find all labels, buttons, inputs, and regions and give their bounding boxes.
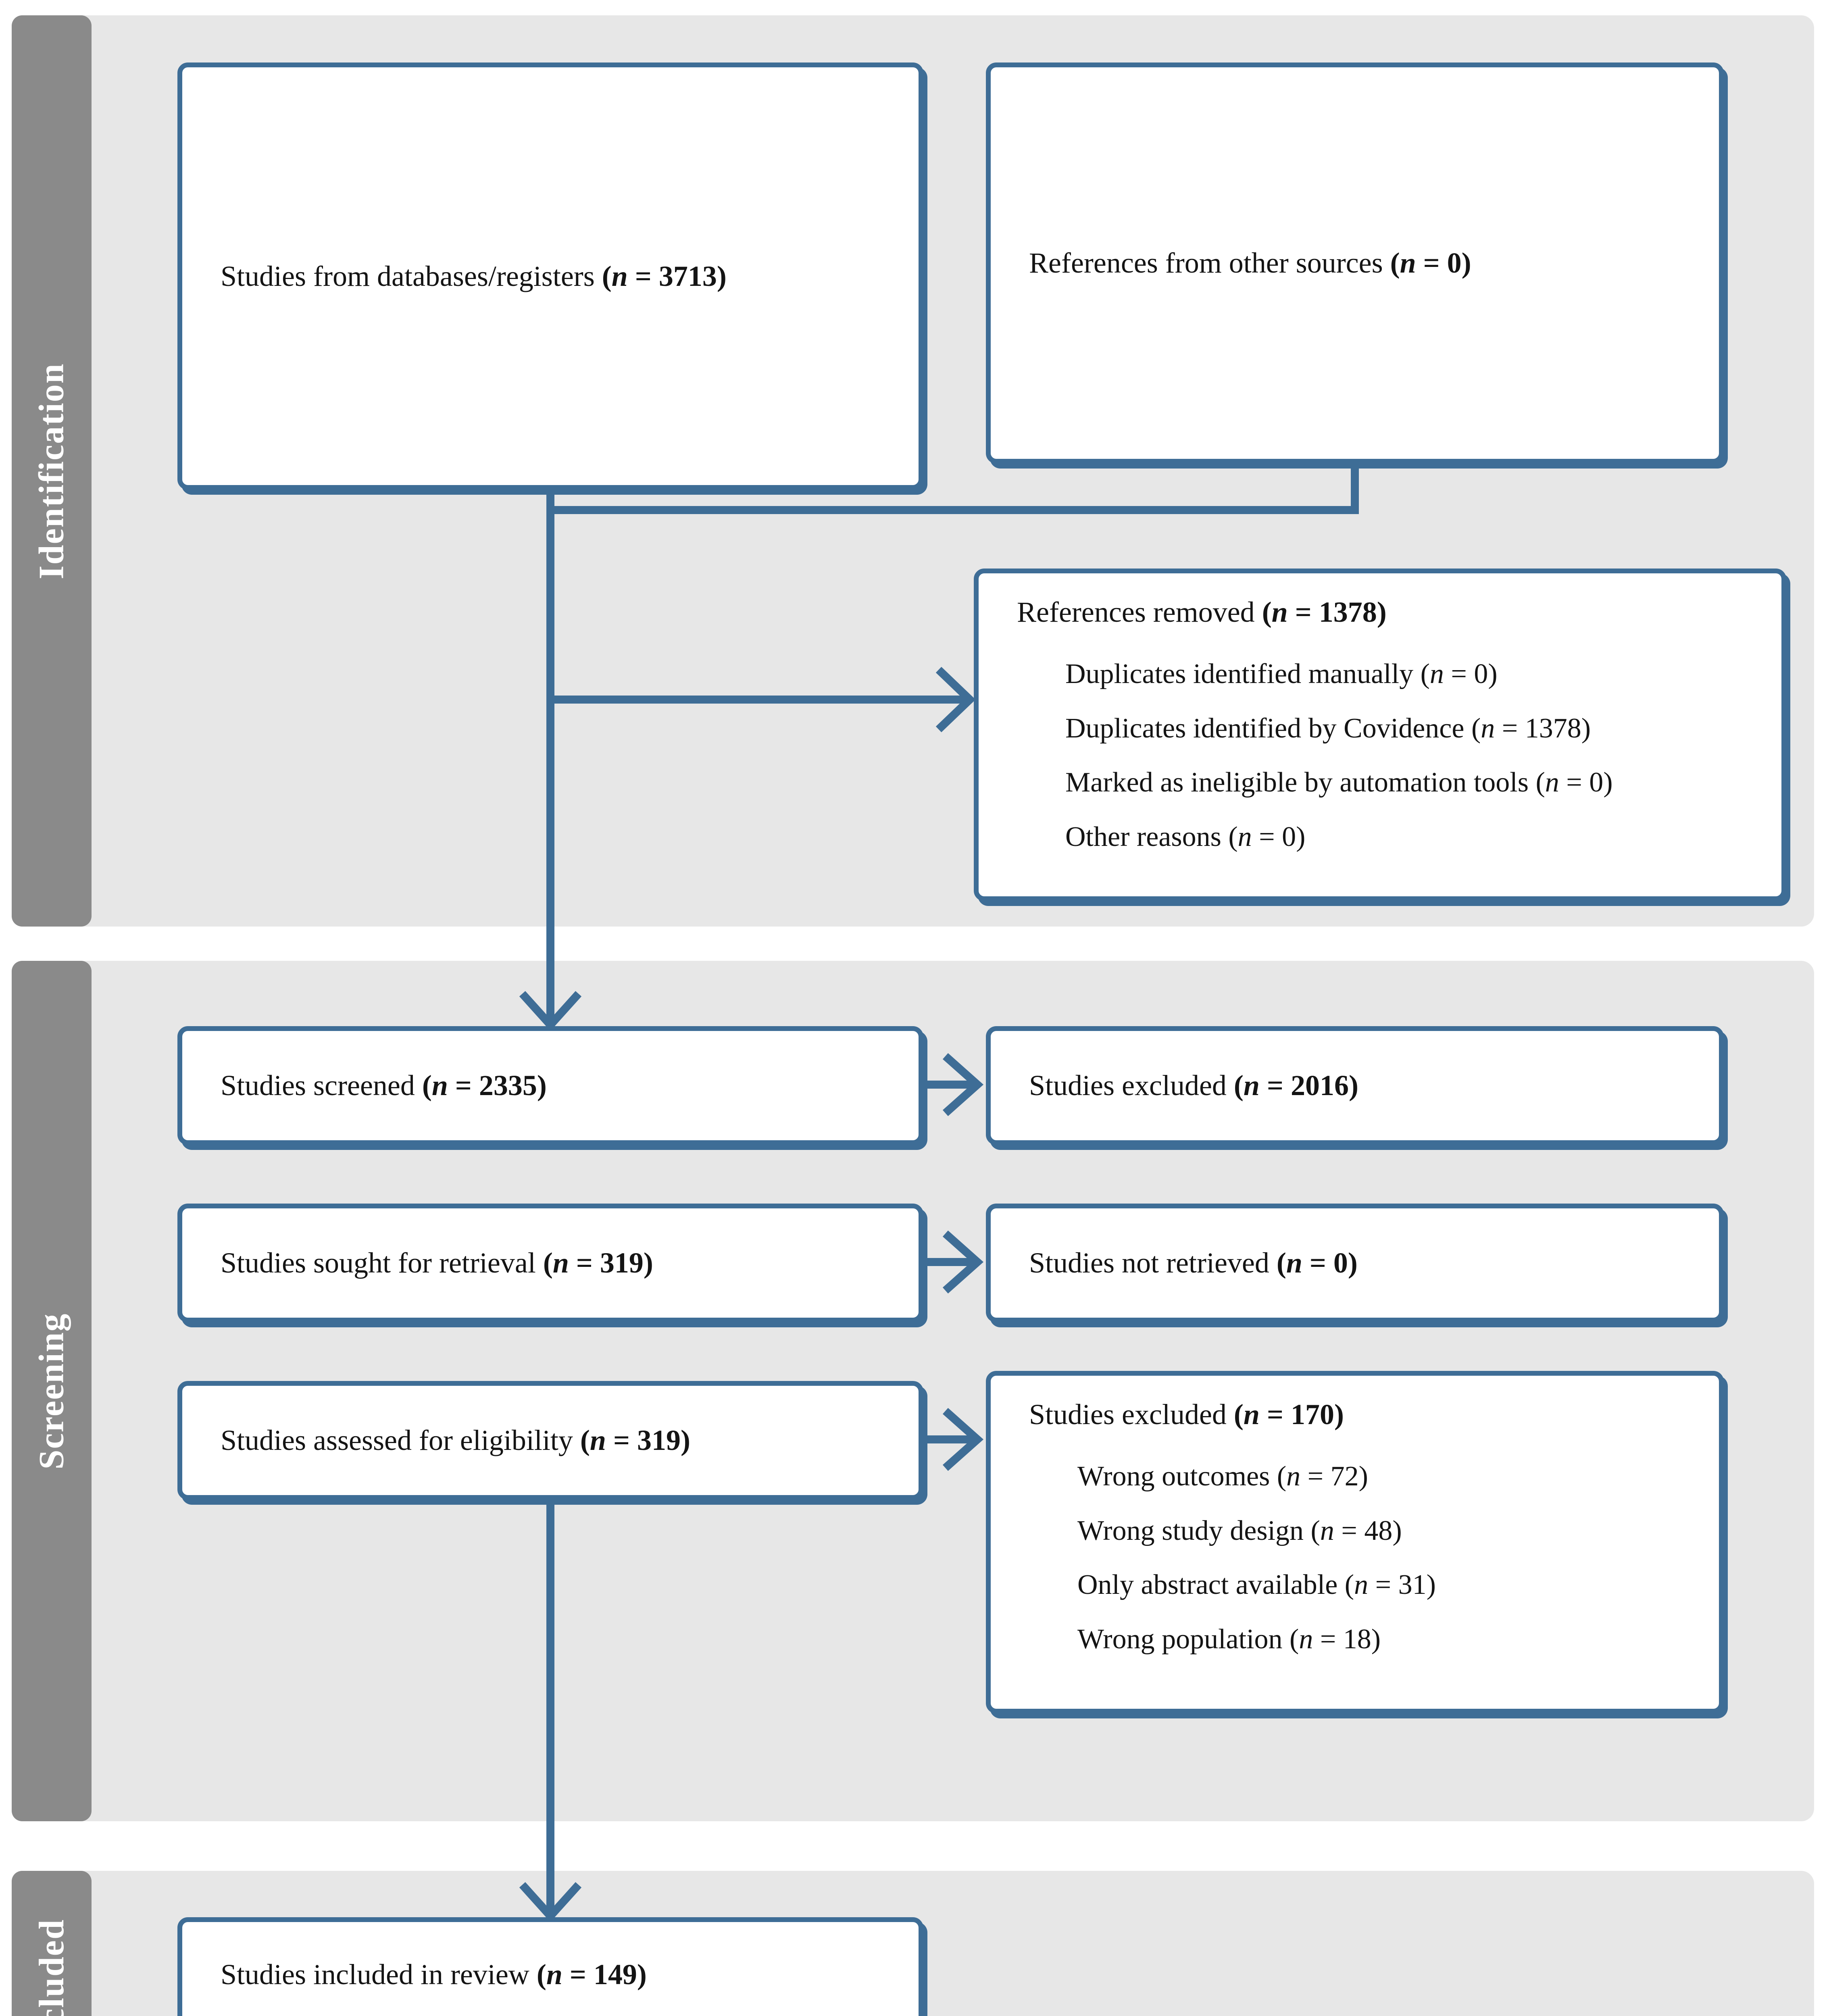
elbow-from-other-sources bbox=[550, 464, 1359, 514]
box-text: Studies included in review (n = 149) bbox=[221, 1958, 647, 1992]
exclusion-reason-item: Wrong outcomes (n = 72) bbox=[1077, 1460, 1707, 1493]
reason-count: (n = 0) bbox=[1228, 821, 1306, 852]
box-studies-assessed-eligibility: Studies assessed for eligibility (n = 31… bbox=[177, 1381, 923, 1500]
exclusion-reason-item: Wrong population (n = 18) bbox=[1077, 1623, 1707, 1656]
included-label: Included bbox=[32, 1918, 71, 2016]
box-label: Studies sought for retrieval bbox=[221, 1247, 536, 1279]
removal-reasons-list: Duplicates identified manually (n = 0) D… bbox=[1017, 658, 1769, 854]
box-studies-excluded-eligibility: Studies excluded (n = 170) Wrong outcome… bbox=[986, 1371, 1724, 1714]
removal-reason-item: Duplicates identified manually (n = 0) bbox=[1065, 658, 1769, 691]
reason-label: Duplicates identified by Covidence bbox=[1065, 712, 1465, 744]
reason-count: (n = 18) bbox=[1290, 1623, 1381, 1655]
box-text: Studies excluded (n = 2016) bbox=[1029, 1068, 1358, 1103]
arrowhead-into-screened bbox=[519, 991, 582, 1031]
reason-label: Wrong outcomes bbox=[1077, 1460, 1270, 1492]
reason-label: Only abstract available bbox=[1077, 1569, 1338, 1601]
box-studies-included-review: Studies included in review (n = 149) bbox=[177, 1917, 923, 2016]
reason-label: Wrong study design bbox=[1077, 1515, 1304, 1546]
box-studies-from-databases: Studies from databases/registers (n = 37… bbox=[177, 62, 923, 490]
box-count: (n = 2335) bbox=[422, 1069, 547, 1102]
arrowhead-into-included bbox=[519, 1882, 582, 1922]
box-text: Studies sought for retrieval (n = 319) bbox=[221, 1246, 653, 1280]
box-label: References removed bbox=[1017, 596, 1255, 628]
box-count: (n = 149) bbox=[536, 1958, 647, 1991]
sidebar-included: Included bbox=[12, 1871, 92, 2016]
box-heading: References removed (n = 1378) bbox=[1017, 595, 1769, 629]
box-count: (n = 3713) bbox=[602, 260, 727, 292]
box-count: (n = 319) bbox=[580, 1424, 690, 1457]
box-text: References from other sources (n = 0) bbox=[1029, 246, 1471, 280]
box-studies-screened: Studies screened (n = 2335) bbox=[177, 1026, 923, 1145]
box-text: Studies assessed for eligibility (n = 31… bbox=[221, 1423, 690, 1458]
box-label: Studies screened bbox=[221, 1069, 415, 1102]
reason-count: (n = 48) bbox=[1310, 1515, 1402, 1546]
box-label: Studies from databases/registers bbox=[221, 260, 595, 292]
box-studies-sought-retrieval: Studies sought for retrieval (n = 319) bbox=[177, 1204, 923, 1322]
box-studies-excluded-screening: Studies excluded (n = 2016) bbox=[986, 1026, 1724, 1145]
box-label: Studies excluded bbox=[1029, 1398, 1227, 1431]
box-label: Studies assessed for eligibility bbox=[221, 1424, 573, 1457]
removal-reason-item: Marked as ineligible by automation tools… bbox=[1065, 766, 1769, 800]
box-count: (n = 2016) bbox=[1233, 1069, 1358, 1102]
box-count: (n = 1378) bbox=[1262, 596, 1387, 628]
reason-label: Wrong population bbox=[1077, 1623, 1283, 1655]
reason-count: (n = 31) bbox=[1344, 1569, 1436, 1601]
box-text: Studies screened (n = 2335) bbox=[221, 1068, 547, 1103]
box-references-other-sources: References from other sources (n = 0) bbox=[986, 62, 1724, 464]
removal-reason-item: Other reasons (n = 0) bbox=[1065, 821, 1769, 854]
sidebar-screening: Screening bbox=[12, 961, 92, 1821]
box-count: (n = 0) bbox=[1390, 247, 1471, 279]
exclusion-reason-item: Wrong study design (n = 48) bbox=[1077, 1514, 1707, 1548]
box-label: References from other sources bbox=[1029, 247, 1383, 279]
arrowhead-into-references-removed bbox=[935, 666, 976, 733]
arrowhead-screened-excluded bbox=[942, 1053, 984, 1116]
screening-label: Screening bbox=[32, 1313, 71, 1469]
box-label: Studies excluded bbox=[1029, 1069, 1227, 1102]
exclusion-reason-item: Only abstract available (n = 31) bbox=[1077, 1568, 1707, 1602]
box-count: (n = 0) bbox=[1276, 1247, 1358, 1279]
reason-count: (n = 0) bbox=[1420, 658, 1498, 689]
identification-label: Identification bbox=[32, 362, 71, 579]
removal-reason-item: Duplicates identified by Covidence (n = … bbox=[1065, 712, 1769, 746]
box-text: Studies not retrieved (n = 0) bbox=[1029, 1246, 1358, 1280]
box-label: Studies not retrieved bbox=[1029, 1247, 1269, 1279]
box-label: Studies included in review bbox=[221, 1958, 529, 1991]
box-studies-not-retrieved: Studies not retrieved (n = 0) bbox=[986, 1204, 1724, 1322]
reason-label: Marked as ineligible by automation tools bbox=[1065, 767, 1529, 798]
reason-label: Other reasons bbox=[1065, 821, 1221, 852]
reason-count: (n = 0) bbox=[1535, 767, 1613, 798]
sidebar-identification: Identification bbox=[12, 15, 92, 927]
box-text: Studies from databases/registers (n = 37… bbox=[221, 259, 727, 294]
reason-count: (n = 72) bbox=[1277, 1460, 1368, 1492]
box-count: (n = 170) bbox=[1233, 1398, 1344, 1431]
arrowhead-assessed-excluded bbox=[942, 1408, 984, 1471]
box-heading: Studies excluded (n = 170) bbox=[1029, 1397, 1707, 1432]
reason-label: Duplicates identified manually bbox=[1065, 658, 1414, 689]
reason-count: (n = 1378) bbox=[1471, 712, 1591, 744]
arrowhead-not-retrieved bbox=[942, 1230, 984, 1294]
box-count: (n = 319) bbox=[543, 1247, 653, 1279]
box-references-removed: References removed (n = 1378) Duplicates… bbox=[974, 569, 1786, 901]
exclusion-reasons-list: Wrong outcomes (n = 72) Wrong study desi… bbox=[1029, 1460, 1707, 1656]
